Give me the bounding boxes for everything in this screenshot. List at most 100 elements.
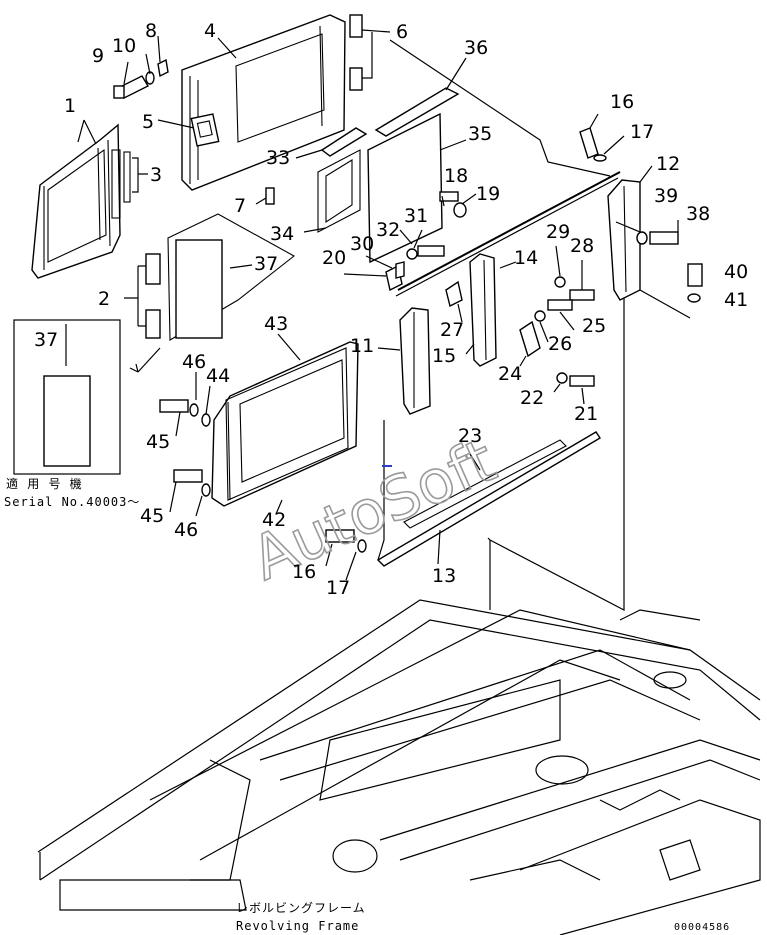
part-46-washer-a (189, 403, 199, 417)
part-44-washer (201, 413, 211, 427)
part-32-washer (406, 248, 418, 260)
callout-16-upper: 16 (610, 91, 634, 113)
part-36-strip (374, 87, 460, 137)
part-2-hinges (124, 253, 161, 339)
callout-25: 25 (582, 315, 606, 337)
part-17-washer-upper (593, 154, 607, 162)
callout-10: 10 (112, 35, 136, 57)
part-37-cover (167, 213, 295, 341)
callout-17-upper: 17 (630, 121, 654, 143)
frame-caption-en: Revolving Frame (236, 919, 359, 933)
callout-22: 22 (520, 387, 544, 409)
part-34-seal (317, 149, 361, 233)
callout-37-inset: 37 (34, 329, 58, 351)
callout-30: 30 (350, 233, 374, 255)
part-27-clip (445, 280, 463, 308)
part-6-hinges (349, 14, 391, 91)
part-40-bolt (687, 263, 703, 287)
part-7-plate (265, 187, 275, 205)
part-33-strip (320, 127, 368, 157)
part-18-bolt (439, 191, 459, 202)
part-8-nut (157, 58, 169, 78)
part-41-washer (687, 293, 701, 303)
part-45-bolt-b (173, 469, 203, 483)
callout-39: 39 (654, 185, 678, 207)
callout-18: 18 (444, 165, 468, 187)
frame-caption-jp: レボルビングフレーム (236, 901, 366, 915)
part-16-bolt-upper (579, 127, 599, 159)
callout-4: 4 (204, 20, 216, 42)
part-14-rod (397, 171, 621, 291)
callout-20: 20 (322, 247, 346, 269)
part-9-bolt (113, 75, 149, 99)
part-11-bracket (399, 307, 431, 415)
part-22-washer (556, 372, 568, 384)
callout-46-b: 46 (174, 519, 198, 541)
callout-11: 11 (350, 335, 374, 357)
part-45-bolt-a (159, 399, 189, 413)
part-38-bolt (649, 231, 679, 245)
callout-16-lower: 16 (292, 561, 316, 583)
callout-9: 9 (92, 45, 104, 67)
callout-43: 43 (264, 313, 288, 335)
callout-5: 5 (142, 111, 154, 133)
part-12-bracket (607, 179, 641, 301)
callout-35: 35 (468, 123, 492, 145)
callout-labels: 1 2 3 4 5 6 7 8 9 10 11 12 13 14 15 16 1… (34, 20, 748, 599)
callout-38: 38 (686, 203, 710, 225)
callout-45-a: 45 (146, 431, 170, 453)
callout-41: 41 (724, 289, 748, 311)
callout-2: 2 (98, 288, 110, 310)
part-43-panel (225, 347, 349, 501)
callout-45-b: 45 (140, 505, 164, 527)
leader-lines (65, 35, 691, 611)
callout-15: 15 (432, 345, 456, 367)
callout-36: 36 (464, 37, 488, 59)
serial-note-en: Serial No.40003～ (4, 495, 140, 509)
callout-12: 12 (656, 153, 680, 175)
part-3-seal-strips (111, 149, 148, 219)
callout-28: 28 (570, 235, 594, 257)
callout-23: 23 (458, 425, 482, 447)
part-19-nut (453, 202, 467, 218)
callout-14: 14 (514, 247, 538, 269)
serial-note-jp: 適 用 号 機 (6, 476, 83, 491)
callout-44: 44 (206, 365, 230, 387)
part-25-bolt (547, 299, 573, 311)
part-30-clip (395, 261, 405, 279)
callout-24: 24 (498, 363, 522, 385)
callout-46-a: 46 (182, 351, 206, 373)
callout-13: 13 (432, 565, 456, 587)
drawing-number: 00004586 (674, 922, 730, 933)
part-26-washer (534, 310, 546, 322)
callout-40: 40 (724, 261, 748, 283)
callout-34: 34 (270, 223, 294, 245)
callout-21: 21 (574, 403, 598, 425)
part-29-washer (554, 276, 566, 288)
callout-37-main: 37 (254, 253, 278, 275)
callout-6: 6 (396, 21, 408, 43)
serial-inset-box (13, 319, 161, 475)
part-1-door-panel (31, 123, 121, 279)
part-13-rail (376, 431, 601, 567)
revolving-frame (37, 540, 761, 935)
callout-32: 32 (376, 219, 400, 241)
part-46-washer-b (201, 483, 211, 497)
part-14-rod-b (395, 177, 619, 297)
part-15-stay (469, 253, 497, 367)
part-23-cover (403, 439, 567, 529)
callout-8: 8 (145, 20, 157, 42)
callout-7: 7 (234, 195, 246, 217)
part-35-pad (367, 112, 443, 264)
part-17-washer-lower (357, 539, 367, 553)
callout-29: 29 (546, 221, 570, 243)
callout-33: 33 (266, 147, 290, 169)
callout-42: 42 (262, 509, 286, 531)
part-24-plate (519, 320, 541, 358)
part-21-bolt (569, 375, 595, 387)
part-42-door-frame (211, 341, 359, 507)
callout-31: 31 (404, 205, 428, 227)
callout-1: 1 (64, 95, 76, 117)
callout-17-lower: 17 (326, 577, 350, 599)
